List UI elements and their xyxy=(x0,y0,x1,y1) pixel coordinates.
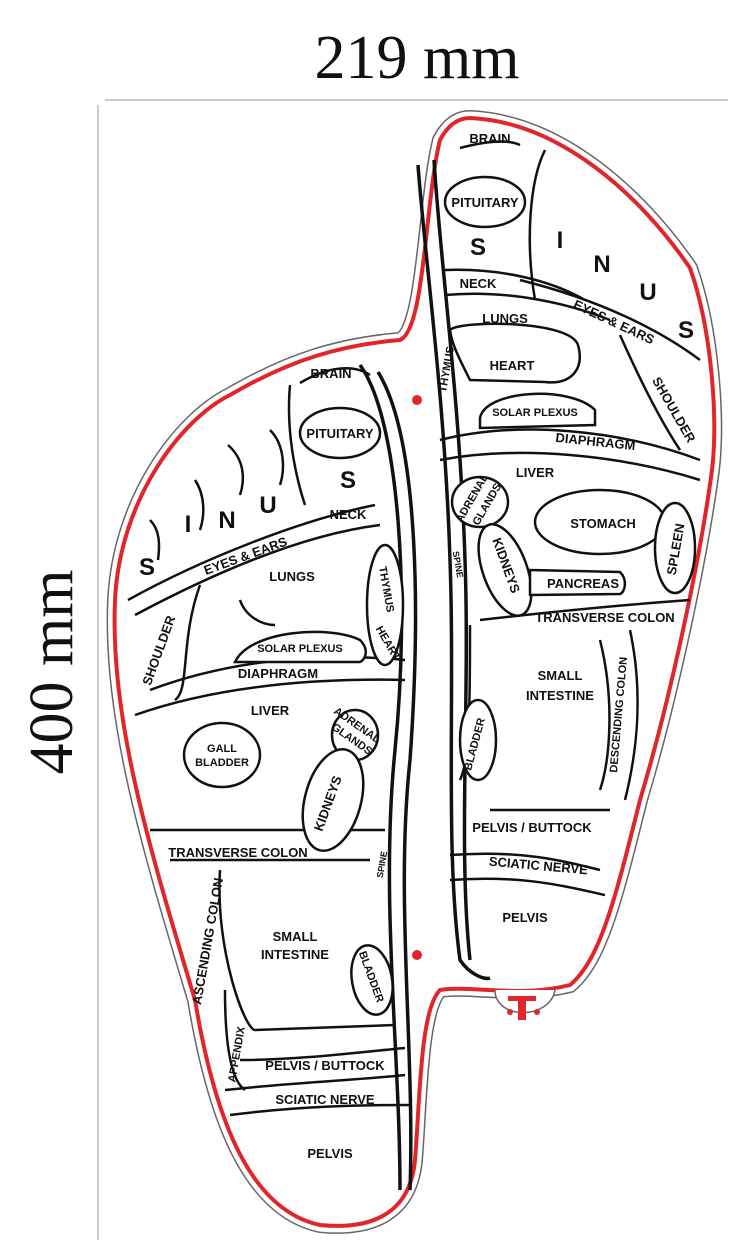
label-solar-plexus: SOLAR PLEXUS xyxy=(257,643,343,655)
label-pituitary: PITUITARY xyxy=(306,426,373,441)
label-transverse-colon: TRANSVERSE COLON xyxy=(535,610,674,625)
label-transverse-colon: TRANSVERSE COLON xyxy=(168,845,307,860)
label-gall: GALL xyxy=(207,743,237,755)
label-heart: HEART xyxy=(490,358,535,373)
label-sinus-u: U xyxy=(639,279,656,306)
label-sinus-s1: S xyxy=(470,234,486,261)
label-neck: NECK xyxy=(330,507,367,522)
label-pelvis: PELVIS xyxy=(502,910,548,925)
label-intestine: INTESTINE xyxy=(526,688,594,703)
label-solar-plexus: SOLAR PLEXUS xyxy=(492,407,578,419)
left-foot-zone-lines xyxy=(127,363,418,1191)
label-spine: SPINE xyxy=(451,550,466,578)
label-liver: LIVER xyxy=(251,703,290,718)
label-neck: NECK xyxy=(460,276,497,291)
label-small: SMALL xyxy=(273,929,318,944)
label-intestine: INTESTINE xyxy=(261,947,329,962)
label-gall-bladder: BLADDER xyxy=(195,757,249,769)
label-pelvis-buttock: PELVIS / BUTTOCK xyxy=(265,1058,385,1073)
width-label: 219 mm xyxy=(315,24,520,92)
label-small: SMALL xyxy=(538,668,583,683)
label-sinus-s2: S xyxy=(340,467,356,494)
label-sciatic-nerve: SCIATIC NERVE xyxy=(275,1092,375,1107)
label-diaphragm: DIAPHRAGM xyxy=(238,666,318,681)
label-spine: SPINE xyxy=(375,850,390,878)
right-foot-zone-lines xyxy=(416,140,701,981)
label-pituitary: PITUITARY xyxy=(451,195,518,210)
label-lungs: LUNGS xyxy=(269,569,315,584)
label-sinus-s2: S xyxy=(678,317,694,344)
label-sinus-s1: S xyxy=(139,554,155,581)
label-lungs: LUNGS xyxy=(482,311,528,326)
label-pelvis-buttock: PELVIS / BUTTOCK xyxy=(472,820,592,835)
label-stomach: STOMACH xyxy=(570,516,635,531)
label-sinus-i: I xyxy=(185,511,192,538)
label-brain: BRAIN xyxy=(310,366,351,381)
label-pancreas: PANCREAS xyxy=(547,576,619,591)
label-liver: LIVER xyxy=(516,465,555,480)
label-sinus-n: N xyxy=(218,507,235,534)
label-sinus-n: N xyxy=(593,251,610,278)
height-label: 400 mm xyxy=(18,570,86,775)
label-sinus-u: U xyxy=(259,492,276,519)
label-brain: BRAIN xyxy=(469,131,510,146)
label-pelvis: PELVIS xyxy=(307,1146,353,1161)
label-sinus-i: I xyxy=(557,227,564,254)
